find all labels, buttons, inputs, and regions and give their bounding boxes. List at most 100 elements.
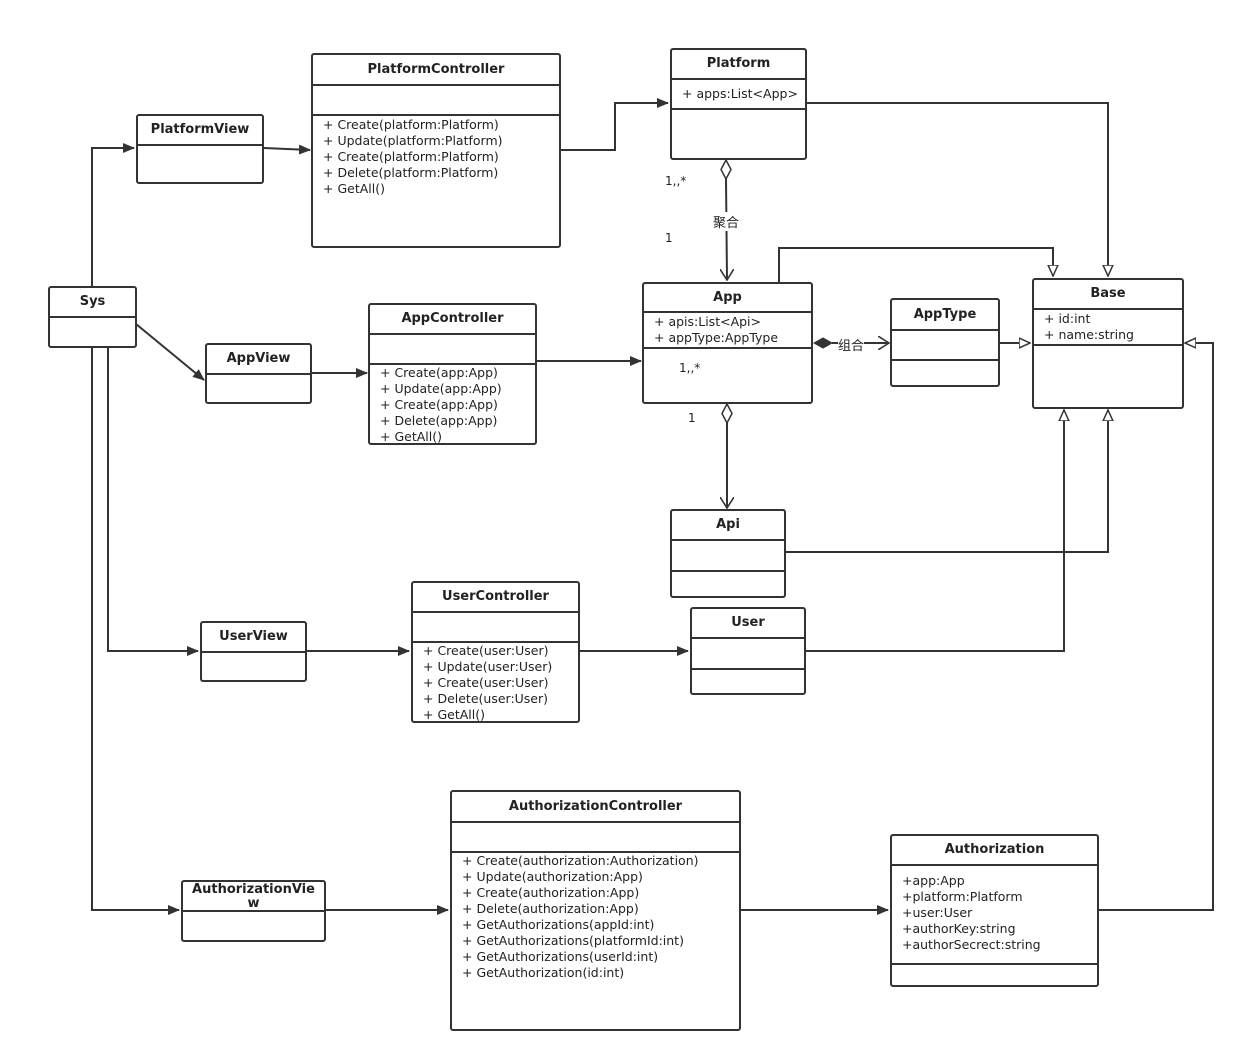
attributes-section xyxy=(370,335,535,365)
class-name: Api xyxy=(672,511,784,541)
class-name: Sys xyxy=(50,288,135,318)
class-name: PlatformView xyxy=(138,116,262,146)
sys-to-authorizationview-line xyxy=(91,347,180,915)
operations-section: + Create(authorization:Authorization) + … xyxy=(452,853,739,981)
class-name: AppType xyxy=(892,300,998,331)
operation: + GetAll() xyxy=(423,707,485,722)
multiplicity-label: 1,,* xyxy=(679,361,701,375)
attributes-section xyxy=(138,146,262,182)
class-name: UserView xyxy=(202,623,305,653)
class-user-controller[interactable]: UserController + Create(user:User) + Upd… xyxy=(411,581,580,723)
sys-to-userview-line xyxy=(107,347,199,656)
class-authorization-view[interactable]: AuthorizationView xyxy=(181,880,326,942)
operation: + Create(user:User) xyxy=(423,675,549,690)
attributes-section xyxy=(413,613,578,643)
multiplicity-label: 1 xyxy=(688,411,696,425)
class-platform[interactable]: Platform + apps:List<App> xyxy=(670,48,807,160)
composition-label: 组合 xyxy=(838,335,865,354)
attribute: + apis:List<Api> xyxy=(654,314,761,329)
operation: + Create(app:App) xyxy=(380,397,498,412)
operation: + GetAuthorizations(platformId:int) xyxy=(462,933,684,948)
operation: + GetAll() xyxy=(323,181,385,196)
sys-to-platformview-line xyxy=(91,143,135,286)
class-platform-view[interactable]: PlatformView xyxy=(136,114,264,184)
attributes-section xyxy=(672,541,784,572)
class-api[interactable]: Api xyxy=(670,509,786,598)
class-name: Authorization xyxy=(892,836,1097,866)
attribute: + name:string xyxy=(1044,327,1134,342)
sys-to-appview-line xyxy=(135,323,205,381)
attribute: +authorSecrect:string xyxy=(902,937,1041,952)
attributes-section xyxy=(50,318,135,346)
operation: + Delete(app:App) xyxy=(380,413,498,428)
operation: + Delete(platform:Platform) xyxy=(323,165,499,180)
operation: + Update(authorization:App) xyxy=(462,869,643,884)
operation: + GetAuthorizations(appId:int) xyxy=(462,917,655,932)
class-name: AuthorizationView xyxy=(183,882,324,912)
class-name: AppController xyxy=(370,305,535,335)
class-name: App xyxy=(644,284,811,313)
attributes-section xyxy=(452,823,739,853)
operation: + Create(authorization:Authorization) xyxy=(462,853,699,868)
app-to-base-line xyxy=(778,247,1053,282)
app-aggregation-diamond xyxy=(721,402,733,425)
attribute: +authorKey:string xyxy=(902,921,1016,936)
operation: + GetAuthorizations(userId:int) xyxy=(462,949,659,964)
operation: + Update(platform:Platform) xyxy=(323,133,503,148)
class-name: User xyxy=(692,609,804,639)
attribute: +user:User xyxy=(902,905,973,920)
multiplicity-label: 1,,* xyxy=(665,174,687,188)
platform-to-base-line xyxy=(807,102,1108,276)
user-to-base-line xyxy=(806,410,1064,652)
operation: + Update(user:User) xyxy=(423,659,553,674)
class-base[interactable]: Base + id:int + name:string xyxy=(1032,278,1184,409)
operation: + Delete(user:User) xyxy=(423,691,549,706)
operation: + Create(platform:Platform) xyxy=(323,117,499,132)
class-user[interactable]: User xyxy=(690,607,806,695)
attribute: + apps:List<App> xyxy=(682,86,798,101)
attribute: + id:int xyxy=(1044,311,1091,326)
class-name: AppView xyxy=(207,345,310,375)
attributes-section xyxy=(313,86,559,116)
class-app-view[interactable]: AppView xyxy=(205,343,312,404)
attributes-section: + apps:List<App> xyxy=(672,80,805,110)
multiplicity-label: 1 xyxy=(665,231,673,245)
attributes-section: +app:App +platform:Platform +user:User +… xyxy=(892,866,1097,965)
attribute: +platform:Platform xyxy=(902,889,1023,904)
authorization-to-base-line xyxy=(1099,343,1214,911)
class-sys[interactable]: Sys xyxy=(48,286,137,348)
operation: + Create(app:App) xyxy=(380,365,498,380)
class-app[interactable]: App + apis:List<Api> + appType:AppType xyxy=(642,282,813,404)
api-to-base-line xyxy=(786,410,1108,553)
class-user-view[interactable]: UserView xyxy=(200,621,307,682)
class-name: Base xyxy=(1034,280,1182,310)
class-authorization[interactable]: Authorization +app:App +platform:Platfor… xyxy=(890,834,1099,987)
platformview-to-controller-line xyxy=(263,144,311,155)
operations-section: + Create(user:User) + Update(user:User) … xyxy=(413,643,578,723)
attributes-section: + id:int + name:string xyxy=(1034,310,1182,346)
attribute: +app:App xyxy=(902,873,965,888)
class-name: Platform xyxy=(672,50,805,80)
class-name: UserController xyxy=(413,583,578,613)
attributes-section xyxy=(892,331,998,361)
operation: + GetAll() xyxy=(380,429,442,444)
platformcontroller-to-platform-line xyxy=(561,98,669,151)
operations-section: + Create(platform:Platform) + Update(pla… xyxy=(313,116,559,197)
class-name: AuthorizationController xyxy=(452,792,739,823)
attribute: + appType:AppType xyxy=(654,330,779,345)
platform-aggregation-diamond xyxy=(720,158,732,181)
operation: + Create(authorization:App) xyxy=(462,885,640,900)
operations-section: + Create(app:App) + Update(app:App) + Cr… xyxy=(370,365,535,445)
attributes-section xyxy=(692,639,804,670)
app-composition-diamond xyxy=(812,337,834,349)
operation: + Create(user:User) xyxy=(423,643,549,658)
operation: + Delete(authorization:App) xyxy=(462,901,639,916)
class-authorization-controller[interactable]: AuthorizationController + Create(authori… xyxy=(450,790,741,1031)
operation: + Update(app:App) xyxy=(380,381,502,396)
class-name: PlatformController xyxy=(313,55,559,86)
aggregation-label: 聚合 xyxy=(713,212,740,231)
class-app-type[interactable]: AppType xyxy=(890,298,1000,387)
attributes-section: + apis:List<Api> + appType:AppType xyxy=(644,313,811,349)
class-app-controller[interactable]: AppController + Create(app:App) + Update… xyxy=(368,303,537,445)
class-platform-controller[interactable]: PlatformController + Create(platform:Pla… xyxy=(311,53,561,248)
